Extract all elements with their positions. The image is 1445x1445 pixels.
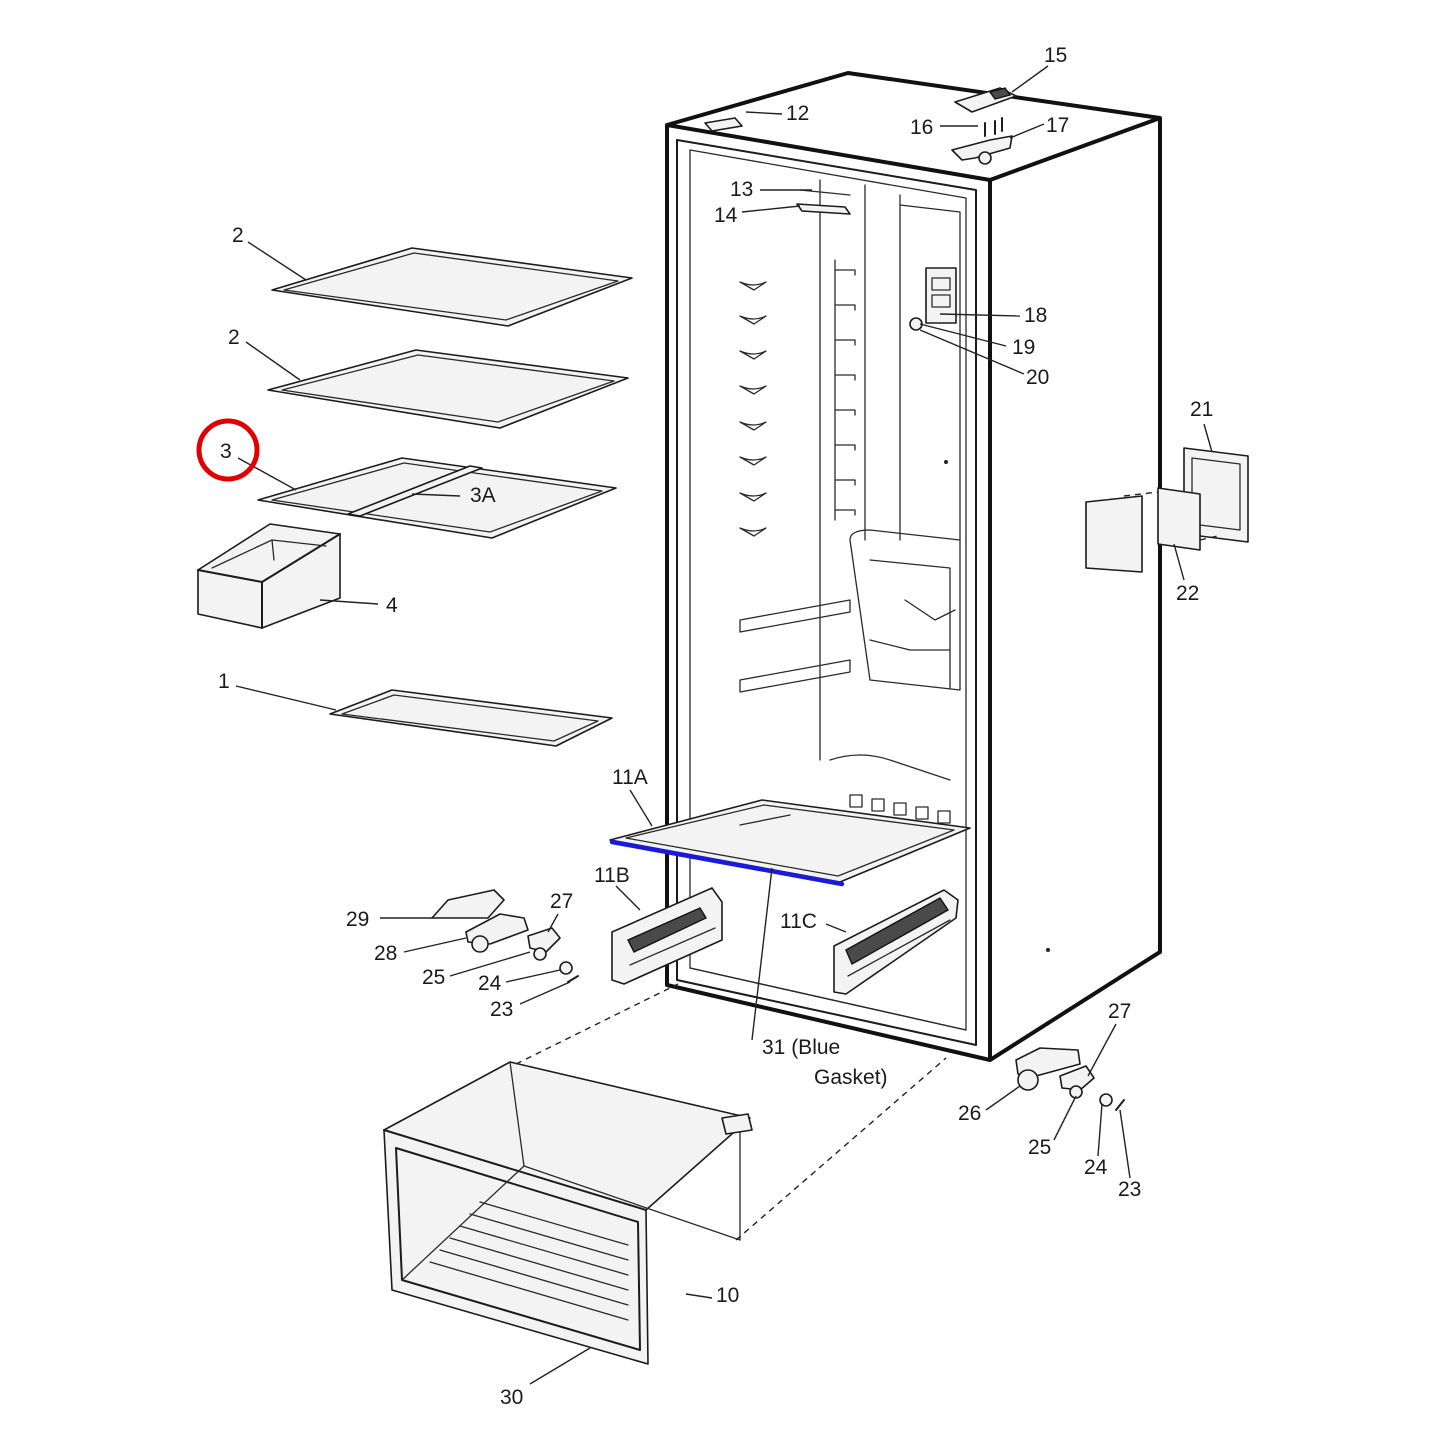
leader-lines xyxy=(235,65,1213,1385)
callout-28: 28 xyxy=(374,942,397,965)
part-11a-crisper-cover xyxy=(609,799,971,883)
callout-2-top: 2 xyxy=(232,224,244,247)
callout-14: 14 xyxy=(714,204,738,227)
part-24-bushing xyxy=(559,961,573,975)
callout-17: 17 xyxy=(1046,114,1069,137)
part-11c-crisper-end-cap xyxy=(833,889,959,995)
part-3-split-shelf xyxy=(257,457,617,539)
callout-11b: 11B xyxy=(594,864,630,887)
callout-26: 26 xyxy=(958,1102,981,1125)
callout-12: 12 xyxy=(786,102,809,125)
callout-25-left: 25 xyxy=(422,966,445,989)
handle-label-plate xyxy=(1085,495,1143,573)
callout-11a: 11A xyxy=(612,766,648,789)
callout-1: 1 xyxy=(218,670,230,693)
callout-labels: 1 2 2 3 3A 4 10 11A 11B 11C 12 13 14 15 … xyxy=(218,44,1213,1409)
part-1-glass-shelf-lower xyxy=(329,689,613,747)
part-23-pin-right xyxy=(1115,1099,1125,1111)
part-18-thermostat xyxy=(909,267,957,331)
part-2-glass-shelf-top xyxy=(271,247,633,327)
part-16-screws xyxy=(984,117,1003,137)
part-25-27-hinge-pin xyxy=(527,927,561,961)
shelf-support-ladder xyxy=(834,259,856,521)
callout-24-right: 24 xyxy=(1084,1156,1108,1179)
callout-11c: 11C xyxy=(780,910,817,933)
callout-27-right: 27 xyxy=(1108,1000,1131,1023)
callout-16: 16 xyxy=(910,116,933,139)
part-22-handle-base xyxy=(1123,487,1219,551)
callout-10: 10 xyxy=(716,1284,739,1307)
shelf-clips xyxy=(739,281,767,537)
callout-4: 4 xyxy=(386,594,398,617)
callout-15: 15 xyxy=(1044,44,1067,67)
part-2-glass-shelf-second xyxy=(267,349,629,429)
part-29-hinge-cover xyxy=(431,889,505,919)
callout-31-line2: Gasket) xyxy=(814,1066,888,1089)
part-23-pin xyxy=(567,975,579,983)
part-25-27-hinge-pin-right xyxy=(1059,1065,1095,1099)
drawer-ribs xyxy=(429,1201,629,1321)
callout-2-second: 2 xyxy=(228,326,240,349)
part-10-crisper-drawer xyxy=(383,1061,753,1365)
part-12-top-cover xyxy=(704,117,743,132)
callout-31-line1: 31 (Blue xyxy=(762,1036,840,1059)
callout-13: 13 xyxy=(730,178,753,201)
callout-27-left: 27 xyxy=(550,890,573,913)
part-13-14-light-housing xyxy=(796,189,851,215)
part-17-top-hinge xyxy=(951,135,1013,165)
callout-18: 18 xyxy=(1024,304,1047,327)
drawer-slide-guides xyxy=(515,983,947,1241)
part-28-bottom-hinge xyxy=(465,913,529,953)
callout-20: 20 xyxy=(1026,366,1049,389)
part-26-hinge xyxy=(1015,1047,1081,1091)
callout-3: 3 xyxy=(220,440,232,463)
callout-25-right: 25 xyxy=(1028,1136,1051,1159)
callout-3a: 3A xyxy=(470,484,496,507)
callout-30: 30 xyxy=(500,1386,523,1409)
cabinet xyxy=(665,71,1162,1062)
part-24-bushing-right xyxy=(1099,1093,1113,1107)
part-15-hinge-cover xyxy=(954,87,1017,113)
part-11b-crisper-end-cap xyxy=(611,887,723,985)
callout-22: 22 xyxy=(1176,582,1199,605)
callout-19: 19 xyxy=(1012,336,1035,359)
callout-21: 21 xyxy=(1190,398,1213,421)
rear-vents xyxy=(849,794,951,824)
callout-24-left: 24 xyxy=(478,972,502,995)
part-4-door-bin xyxy=(197,523,341,629)
highlight-circle-part-3 xyxy=(196,418,260,482)
callout-29: 29 xyxy=(346,908,369,931)
callout-23-right: 23 xyxy=(1118,1178,1141,1201)
part-31-blue-gasket xyxy=(609,839,845,887)
callout-23-left: 23 xyxy=(490,998,513,1021)
